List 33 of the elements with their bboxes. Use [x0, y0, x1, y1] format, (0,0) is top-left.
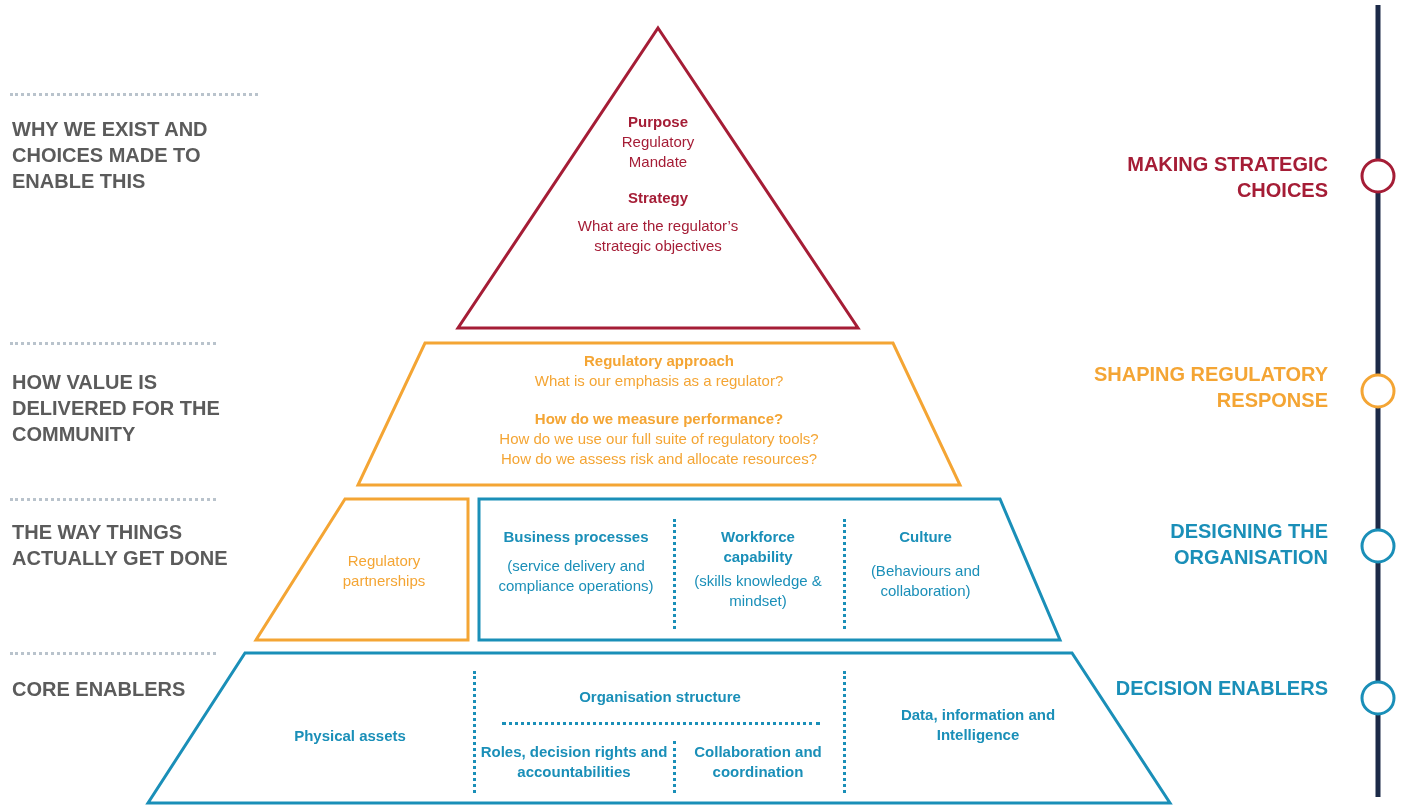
heading-text: Purpose	[628, 112, 688, 132]
pyramid-tier	[358, 343, 960, 485]
body-text: (service delivery and compliance operations)	[497, 556, 655, 596]
stage-label: MAKING STRATEGIC CHOICES	[1126, 152, 1328, 203]
body-text: Regulatory partnerships	[341, 551, 427, 591]
section-label: HOW VALUE IS DELIVERED FOR THE COMMUNITY	[12, 370, 221, 447]
heading-text: Regulatory approach	[584, 351, 734, 371]
heading-text: Strategy	[628, 188, 688, 208]
body-text: How do we assess risk and allocate resources?	[501, 449, 817, 469]
heading-text: How do we measure performance?	[534, 409, 784, 429]
stage-label: DESIGNING THE ORGANISATION	[1169, 519, 1328, 570]
body-text: Regulatory Mandate	[620, 132, 696, 172]
body-text: What is our emphasis as a regulator?	[534, 371, 784, 391]
body-text: (Behaviours and collaboration)	[869, 561, 982, 601]
body-text: (skills knowledge & mindset)	[693, 571, 823, 611]
body-text: How do we use our full suite of regulatory tools?	[499, 429, 819, 449]
section-label: THE WAY THINGS ACTUALLY GET DONE	[12, 520, 229, 571]
stage-label: DECISION ENABLERS	[1114, 676, 1328, 701]
pyramid-tier	[479, 499, 1060, 640]
section-label: WHY WE EXIST AND CHOICES MADE TO ENABLE THIS	[12, 117, 209, 194]
heading-text: Business processes	[503, 527, 649, 547]
heading-text: Workforce capability	[720, 527, 796, 567]
heading-text: Organisation structure	[579, 687, 741, 707]
heading-text: Collaboration and coordination	[693, 742, 823, 782]
heading-text: Culture	[899, 527, 952, 547]
body-text: What are the regulator’s strategic objectives	[576, 216, 740, 256]
pyramid-tier	[458, 28, 858, 328]
stage-label: SHAPING REGULATORY RESPONSE	[1092, 362, 1328, 413]
section-label: CORE ENABLERS	[12, 677, 187, 702]
heading-text: Data, information and Intelligence	[899, 705, 1057, 745]
heading-text: Physical assets	[294, 726, 406, 746]
pyramid-tier	[256, 499, 468, 640]
heading-text: Roles, decision rights and accountabilities	[479, 742, 669, 782]
